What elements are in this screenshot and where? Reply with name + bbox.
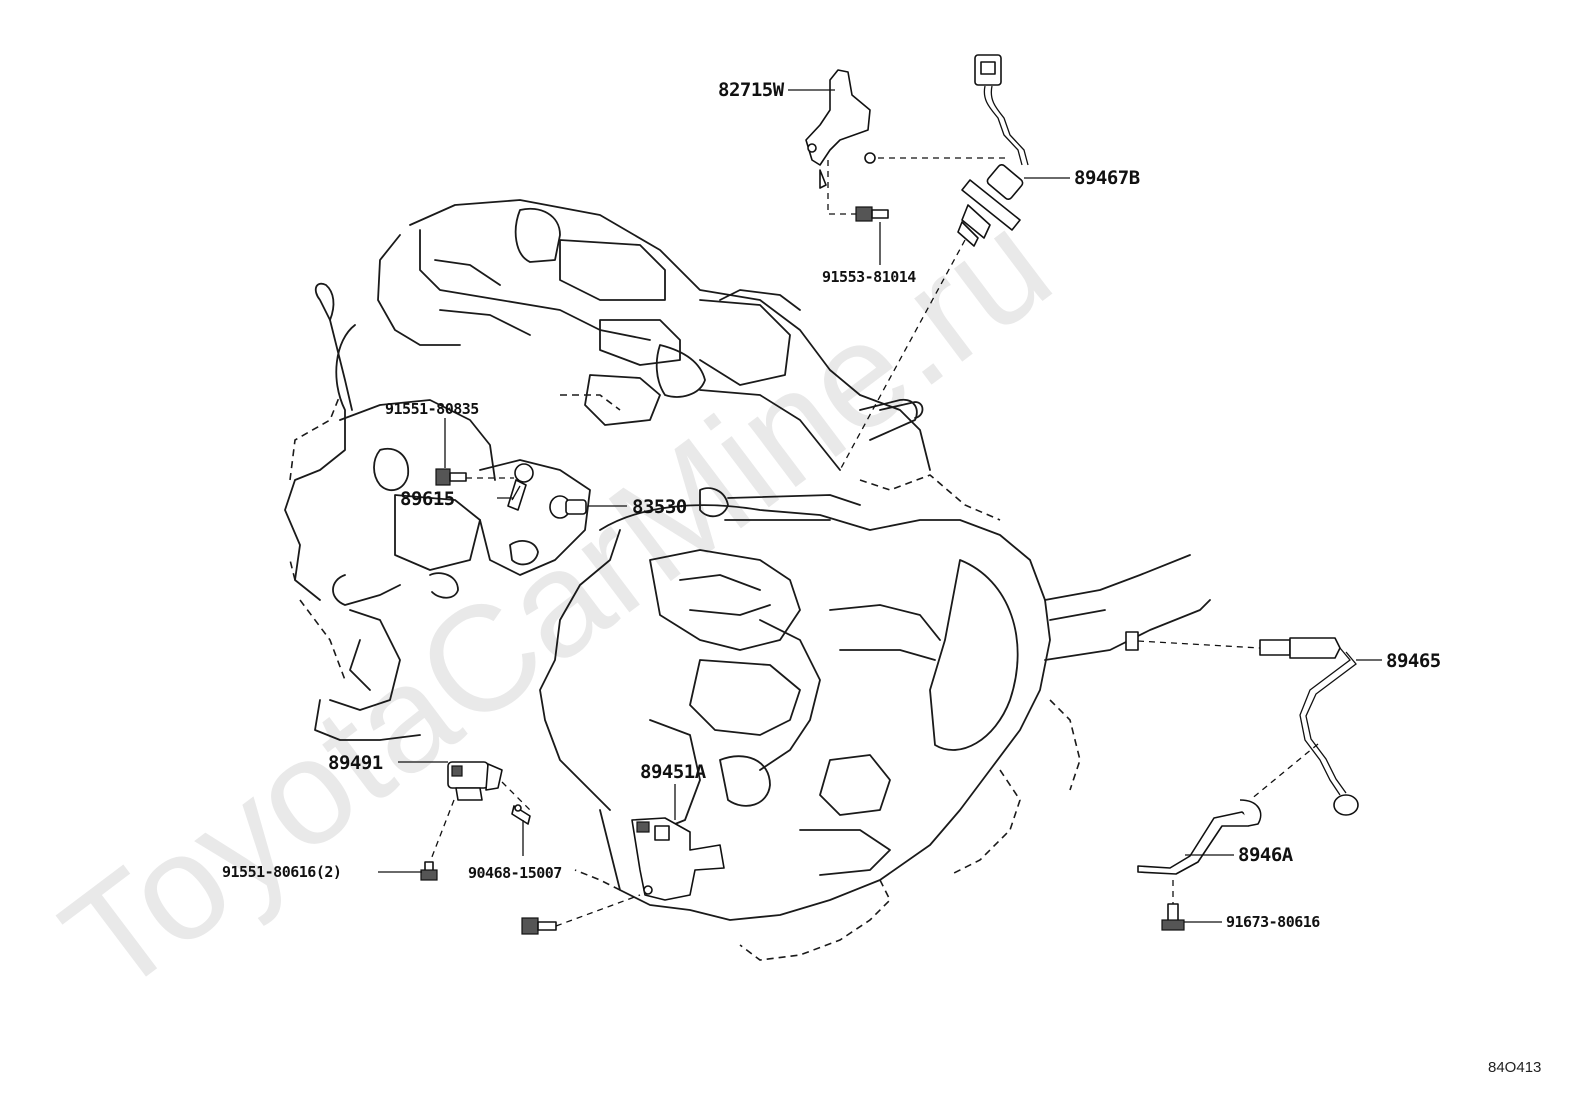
assembly-lines: [429, 157, 1319, 927]
diagram-code: 84O413: [1488, 1059, 1541, 1076]
part-89491-speed-sensor: [447, 761, 503, 801]
part-82715W-bracket: [805, 69, 876, 189]
label-83530: 83530: [632, 496, 687, 518]
part-89467B-oxygen-sensor: [957, 54, 1029, 247]
leader-lines: [378, 89, 1382, 923]
label-8946A: 8946A: [1238, 844, 1294, 866]
part-83530-pressure-switch: [549, 495, 587, 519]
label-82715W: 82715W: [718, 79, 785, 101]
part-89615-knock-sensor: [507, 463, 534, 511]
label-89491: 89491: [328, 752, 383, 774]
part-91551-80835-bolt: [435, 468, 467, 486]
label-89465: 89465: [1386, 650, 1441, 672]
engine-assembly: [284, 199, 1211, 921]
part-8946A-bracket: [1137, 799, 1262, 875]
label-91673-80616: 91673-80616: [1226, 913, 1320, 931]
part-89451A-switch: [631, 817, 725, 901]
part-90468-15007-clamp: [511, 804, 531, 825]
watermark-text: ToyotaCarMine.ru: [33, 179, 1080, 1026]
part-89451A-bolt: [521, 917, 557, 935]
label-91553-81014: 91553-81014: [822, 268, 916, 286]
part-91551-80616-bolt: [420, 861, 438, 881]
label-89451A: 89451A: [640, 761, 707, 783]
label-89615: 89615: [400, 488, 455, 510]
part-91553-81014-bolt: [855, 206, 889, 222]
label-90468-15007: 90468-15007: [468, 864, 562, 882]
label-91551-80616: 91551-80616(2): [222, 863, 341, 881]
part-89465-oxygen-sensor: [1125, 631, 1359, 816]
label-89467B: 89467B: [1074, 167, 1140, 189]
hidden-outline: [289, 394, 1081, 961]
part-labels: 82715W 89467B 91553-81014 91551-80835 89…: [222, 79, 1541, 1076]
part-91673-80616-bolt: [1161, 903, 1185, 931]
label-91551-80835: 91551-80835: [385, 400, 479, 418]
